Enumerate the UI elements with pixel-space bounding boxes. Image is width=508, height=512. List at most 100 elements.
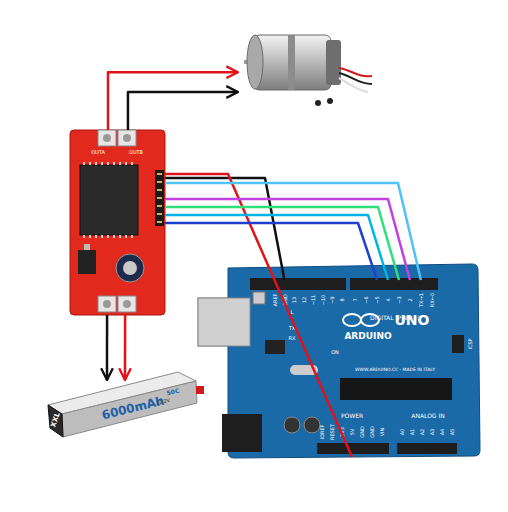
lipo-battery: XXL6000mAh50C22.2V [45, 380, 200, 445]
usb-connector [198, 298, 250, 346]
pin-label: IOREF [320, 425, 325, 440]
wire [128, 92, 238, 130]
terminal-screw [123, 300, 131, 308]
battery-end [48, 405, 63, 437]
wire [165, 207, 399, 280]
wire [165, 223, 377, 280]
header-pins [157, 174, 162, 222]
regulator-tab [84, 244, 90, 250]
pin-label: GND [370, 426, 375, 437]
battery-front [62, 381, 197, 437]
digital-header [350, 278, 438, 290]
screw-terminal [118, 130, 136, 146]
chip-pins [84, 162, 132, 238]
capacitor [284, 417, 300, 433]
pin-label: VIN [380, 428, 385, 437]
pin-label: 12 [301, 297, 306, 303]
battery-plug [196, 386, 204, 394]
wire [165, 174, 352, 457]
pin-label: A4 [440, 429, 445, 436]
motor-lead [339, 73, 372, 84]
wire [165, 183, 421, 280]
usb-chip [265, 340, 285, 354]
capacitor [304, 417, 320, 433]
pin-label: 8 [339, 298, 344, 301]
part-text: XXL [50, 412, 61, 429]
pin-label: A1 [410, 429, 415, 436]
dc-jack [222, 414, 262, 452]
terminal-screw [103, 300, 111, 308]
pin-label: 4 [386, 298, 391, 301]
wire [124, 315, 127, 380]
pin-label: A5 [450, 429, 455, 436]
pin-label: L [291, 310, 294, 315]
screw-terminal [118, 296, 136, 312]
wire [165, 215, 388, 280]
dc-motor [238, 20, 348, 110]
wire [108, 72, 238, 130]
regulator [78, 250, 96, 274]
motor-lead [339, 78, 368, 92]
pin-label: ANALOG IN [411, 413, 444, 419]
pin-label: 2 [408, 298, 413, 301]
analog-header [397, 443, 457, 454]
capacitor-top [123, 261, 137, 275]
motor-band [288, 35, 295, 90]
pin-label: A3 [430, 429, 435, 436]
pin-label: RX [289, 336, 296, 341]
part-text: 6000mAh [101, 394, 166, 421]
pin-label: ON [331, 350, 339, 355]
capacitor [116, 254, 144, 282]
pin-header [155, 170, 164, 226]
pin-label: GND [360, 426, 365, 437]
screw-terminal [98, 130, 116, 146]
pin-label: ~10 [320, 295, 325, 306]
icsp-header [452, 335, 464, 353]
pin-label: GND [282, 294, 287, 305]
screw [327, 98, 333, 104]
wire-group [107, 72, 421, 457]
microcontroller [340, 378, 452, 400]
pin-label: ICSP [468, 338, 473, 349]
motor-brush-cap [326, 40, 341, 85]
pin-label: POWER [341, 413, 363, 419]
driver-chip [80, 165, 138, 235]
motor-driver-board: OUTA OUTB [70, 130, 165, 315]
terminal-screw [103, 134, 111, 142]
reset-button [253, 292, 265, 304]
part-text: OUTB [129, 150, 143, 155]
terminal-screw [123, 134, 131, 142]
screw [315, 100, 321, 106]
pin-label: 13 [292, 297, 297, 303]
pin-label: ~3 [397, 296, 402, 303]
pin-label: ~5 [375, 296, 380, 303]
pin-label: 3V3 [340, 427, 345, 437]
part-text: 50C [166, 388, 180, 397]
pin-label: WWW.ARDUINO.CC - MADE IN ITALY [355, 368, 435, 373]
pin-label: 7 [353, 298, 358, 301]
power-header [317, 443, 389, 454]
driver-pcb [70, 130, 165, 315]
part-text: OUTA [91, 150, 105, 155]
pin-label: ~9 [330, 296, 335, 303]
arduino-pcb [228, 264, 480, 458]
pin-label: TX→1 [419, 293, 424, 307]
pin-label: RESET [330, 424, 335, 440]
pin-label: 5V [350, 429, 355, 436]
screw-terminal [98, 296, 116, 312]
pin-label: TX [289, 326, 295, 331]
motor-end-cap [247, 35, 263, 89]
digital-header [250, 278, 346, 290]
part-text: ARDUINO [344, 332, 391, 341]
wire [165, 178, 284, 280]
logo [343, 314, 361, 326]
usb-connector [198, 298, 250, 346]
wire [106, 315, 109, 380]
pin-label: ~6 [364, 296, 369, 303]
pin-label: A0 [400, 429, 405, 436]
wire [165, 199, 410, 280]
pin-label: A2 [420, 429, 425, 436]
pin-label: DIGITAL (PWM~) [370, 315, 420, 321]
